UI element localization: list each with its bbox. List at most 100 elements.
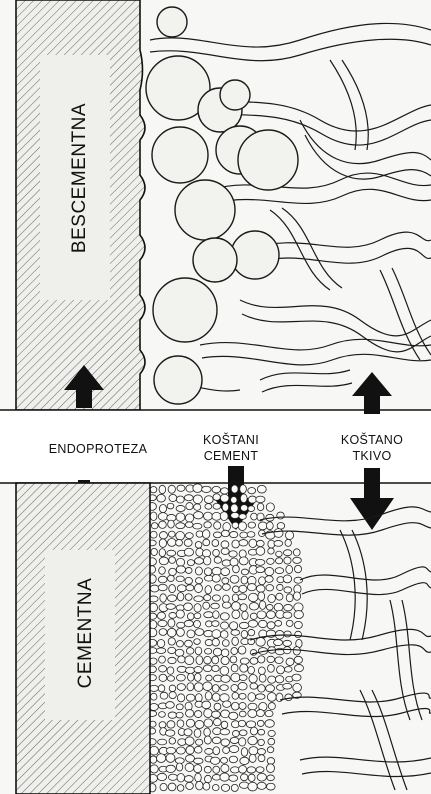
cement-pebble bbox=[195, 647, 202, 655]
cement-pebble bbox=[212, 665, 219, 671]
cement-pebble bbox=[194, 512, 204, 519]
cement-pebble bbox=[176, 558, 184, 566]
cement-pebble bbox=[256, 585, 265, 592]
cement-pebble bbox=[165, 730, 175, 737]
cement-pebble bbox=[259, 601, 265, 610]
cement-pebble bbox=[159, 722, 166, 729]
cement-pebble bbox=[194, 683, 203, 692]
cement-pebble bbox=[258, 592, 265, 601]
cement-pebble bbox=[229, 712, 238, 719]
cement-pebble bbox=[231, 496, 237, 503]
cement-pebble bbox=[284, 667, 292, 673]
cement-pebble bbox=[151, 548, 157, 555]
bone-trabeculae-bottom bbox=[250, 507, 431, 790]
cement-pebble bbox=[221, 568, 230, 576]
cement-pebble bbox=[229, 622, 237, 630]
cement-pebble bbox=[187, 613, 194, 620]
cement-pebble bbox=[267, 783, 276, 790]
cement-pebble bbox=[159, 712, 166, 718]
cement-pebble bbox=[194, 639, 201, 645]
cement-pebble bbox=[188, 673, 194, 681]
cement-pebble bbox=[185, 594, 192, 601]
cement-pebble bbox=[231, 702, 239, 710]
cement-pebble bbox=[284, 604, 293, 610]
cement-pebble bbox=[205, 692, 212, 700]
cement-pebble bbox=[176, 513, 185, 522]
cement-pebble bbox=[240, 604, 247, 611]
cement-pebble bbox=[176, 674, 185, 681]
cement-pebble bbox=[231, 684, 238, 691]
cement-pebble bbox=[240, 757, 249, 764]
cement-pebble bbox=[196, 739, 203, 745]
cement-pebble bbox=[176, 496, 184, 503]
cement-pebble bbox=[150, 765, 158, 773]
cement-pebble bbox=[231, 504, 238, 513]
cement-pebble bbox=[185, 522, 193, 528]
cement-pebble bbox=[222, 560, 231, 566]
cement-pebble bbox=[213, 503, 221, 509]
cement-pebble bbox=[212, 575, 220, 583]
cement-pebble bbox=[175, 649, 184, 656]
cement-pebble bbox=[204, 512, 213, 520]
cement-pebble bbox=[186, 694, 195, 701]
cement-pebble bbox=[185, 763, 194, 771]
cement-pebble bbox=[267, 558, 275, 564]
cement-pebble bbox=[283, 612, 292, 618]
cement-pebble bbox=[229, 756, 237, 763]
cement-pebble bbox=[248, 666, 255, 674]
cement-pebble bbox=[187, 630, 195, 638]
cement-pebble bbox=[150, 685, 159, 691]
cement-pebble bbox=[241, 748, 248, 757]
cement-pebble bbox=[204, 736, 211, 744]
cement-pebble bbox=[255, 559, 265, 565]
cement-pebble bbox=[232, 522, 239, 528]
cement-pebble bbox=[239, 622, 248, 628]
cement-pebble bbox=[238, 720, 245, 726]
cement-pebble bbox=[241, 505, 248, 512]
cement-pebble bbox=[168, 783, 176, 791]
cement-pebble bbox=[257, 611, 266, 619]
cement-pebble bbox=[285, 539, 291, 546]
cement-pebble bbox=[268, 738, 275, 745]
cement-pebble bbox=[150, 693, 156, 700]
cement-pebble bbox=[231, 784, 238, 791]
cement-pebble bbox=[167, 628, 176, 637]
cement-pebble bbox=[195, 541, 202, 548]
cement-pebble bbox=[203, 665, 211, 672]
cement-pebble bbox=[294, 577, 303, 583]
cement-pebble bbox=[169, 568, 177, 575]
cement-pebble bbox=[275, 558, 282, 564]
cement-pebble bbox=[150, 531, 157, 538]
cement-pebble bbox=[229, 746, 239, 753]
cement-pebble bbox=[265, 710, 273, 716]
cement-pebble bbox=[266, 611, 275, 619]
cement-pebble bbox=[204, 728, 211, 736]
cement-pebble bbox=[231, 485, 238, 493]
cement-pebble bbox=[239, 557, 248, 565]
cement-pebble bbox=[232, 730, 239, 736]
cement-pebble bbox=[256, 547, 265, 555]
cement-pebble bbox=[202, 530, 210, 539]
cement-pebble bbox=[150, 585, 159, 592]
cement-pebble bbox=[284, 631, 291, 637]
cement-pebble bbox=[257, 782, 266, 789]
cement-pebble bbox=[186, 782, 194, 789]
cement-pebble bbox=[256, 767, 264, 773]
cement-pebble bbox=[248, 629, 255, 635]
cement-pebble bbox=[221, 649, 229, 657]
cement-pebble bbox=[256, 496, 265, 502]
cement-pebble bbox=[221, 710, 230, 718]
cement-pebble bbox=[240, 774, 247, 781]
cement-pebble bbox=[204, 775, 211, 782]
cement-pebble bbox=[231, 630, 240, 636]
cement-pebble bbox=[212, 486, 221, 492]
cement-pebble bbox=[187, 683, 194, 691]
cement-pebble bbox=[275, 676, 283, 683]
cement-pebble bbox=[276, 551, 282, 557]
cement-pebble bbox=[204, 709, 213, 718]
cement-pebble bbox=[250, 683, 257, 689]
cement-pebble bbox=[194, 746, 202, 753]
cement-label-line2: CEMENT bbox=[204, 449, 259, 463]
